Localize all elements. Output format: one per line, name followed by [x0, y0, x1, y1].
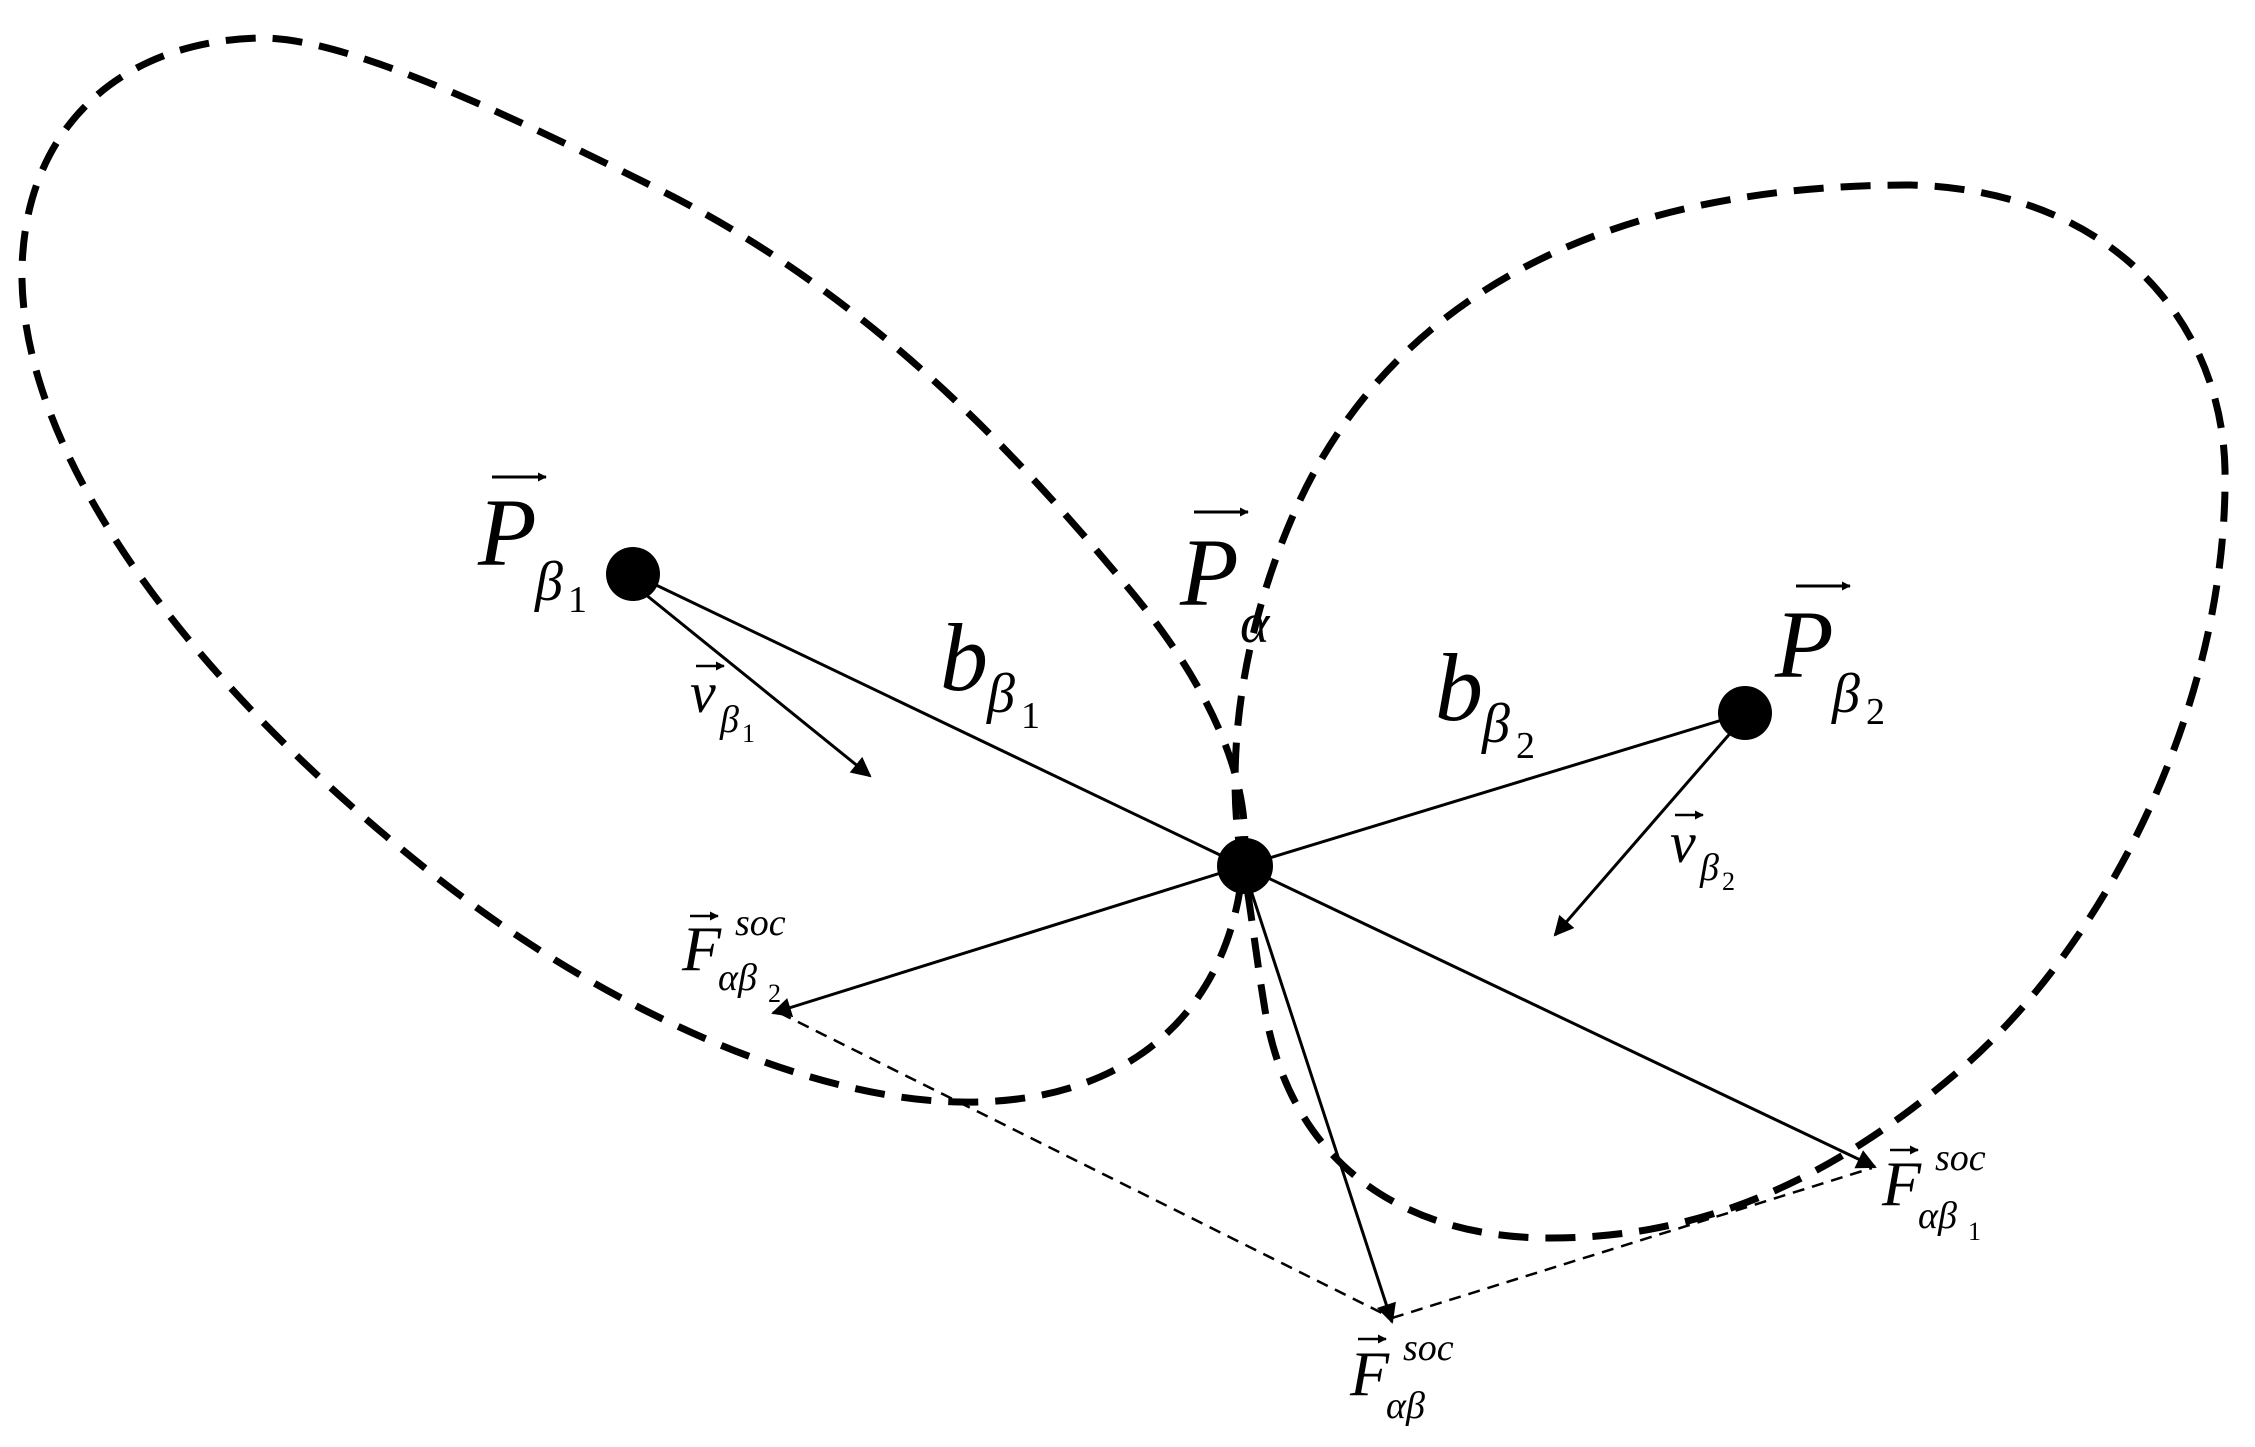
label-f-ab: F soc αβ	[1349, 1327, 1454, 1427]
label-f-ab2: F soc αβ 2	[681, 902, 786, 1008]
arrow-v-beta2	[1553, 721, 1742, 937]
line-b-beta1	[632, 572, 1244, 868]
label-f-ab2-main: F	[681, 913, 722, 984]
label-v-beta1-main: v	[690, 660, 716, 725]
label-v-beta1: v β 1	[690, 660, 755, 748]
label-f-ab1: F soc αβ 1	[1881, 1137, 1986, 1246]
label-f-ab1-main: F	[1881, 1148, 1922, 1219]
construction-line-left	[779, 1011, 1393, 1320]
label-p-beta2: P β 2	[1774, 591, 1885, 733]
label-f-ab-sup: soc	[1403, 1327, 1454, 1369]
agent-beta1-point	[606, 547, 660, 601]
agent-beta2-point	[1718, 686, 1772, 740]
construction-line-right	[1391, 1166, 1873, 1320]
label-v-beta2-main: v	[1670, 810, 1696, 875]
perception-region-beta1	[18, 34, 1249, 1106]
label-p-beta2-sub: β	[1831, 663, 1860, 725]
label-p-alpha-sub: α	[1240, 593, 1271, 655]
label-v-beta2-sub: β	[1699, 847, 1719, 889]
label-f-ab2-sup: soc	[735, 902, 786, 944]
label-f-ab-sub: αβ	[1386, 1385, 1425, 1427]
arrow-f-ab1	[1242, 864, 1877, 1169]
perception-region-beta2	[1231, 181, 2229, 1242]
label-p-beta2-main: P	[1774, 591, 1834, 698]
label-v-beta1-index: 1	[742, 719, 755, 748]
label-b-beta2-main: b	[1435, 634, 1483, 741]
label-p-alpha: P α	[1179, 519, 1271, 655]
label-f-ab-main: F	[1349, 1338, 1390, 1409]
label-b-beta1: b β 1	[940, 604, 1040, 737]
label-p-beta1-main: P	[477, 479, 537, 586]
label-p-alpha-main: P	[1179, 519, 1239, 626]
label-b-beta1-main: b	[940, 604, 988, 711]
label-b-beta2: b β 2	[1435, 634, 1535, 767]
agent-alpha-point	[1217, 838, 1273, 894]
label-b-beta1-sub: β	[986, 663, 1015, 725]
label-p-beta1-sub: β	[534, 551, 563, 613]
label-p-beta1-index: 1	[568, 579, 587, 621]
arrow-v-beta1	[639, 588, 872, 778]
label-p-beta1: P β 1	[477, 479, 587, 621]
arrow-f-ab2	[771, 864, 1244, 1018]
label-f-ab1-index: 1	[1968, 1217, 1981, 1246]
label-f-ab1-sub: αβ	[1918, 1195, 1957, 1237]
label-v-beta2-index: 2	[1722, 867, 1735, 896]
label-b-beta2-sub: β	[1481, 693, 1510, 755]
label-p-beta2-index: 2	[1866, 691, 1885, 733]
label-b-beta1-index: 1	[1021, 695, 1040, 737]
label-b-beta2-index: 2	[1516, 725, 1535, 767]
label-f-ab2-sub: αβ	[718, 957, 757, 999]
label-v-beta2: v β 2	[1670, 810, 1735, 896]
label-f-ab2-index: 2	[768, 979, 781, 1008]
label-f-ab1-sup: soc	[1935, 1137, 1986, 1179]
line-b-beta2	[1242, 711, 1746, 868]
arrow-f-ab	[1241, 865, 1396, 1324]
label-v-beta1-sub: β	[719, 699, 739, 741]
